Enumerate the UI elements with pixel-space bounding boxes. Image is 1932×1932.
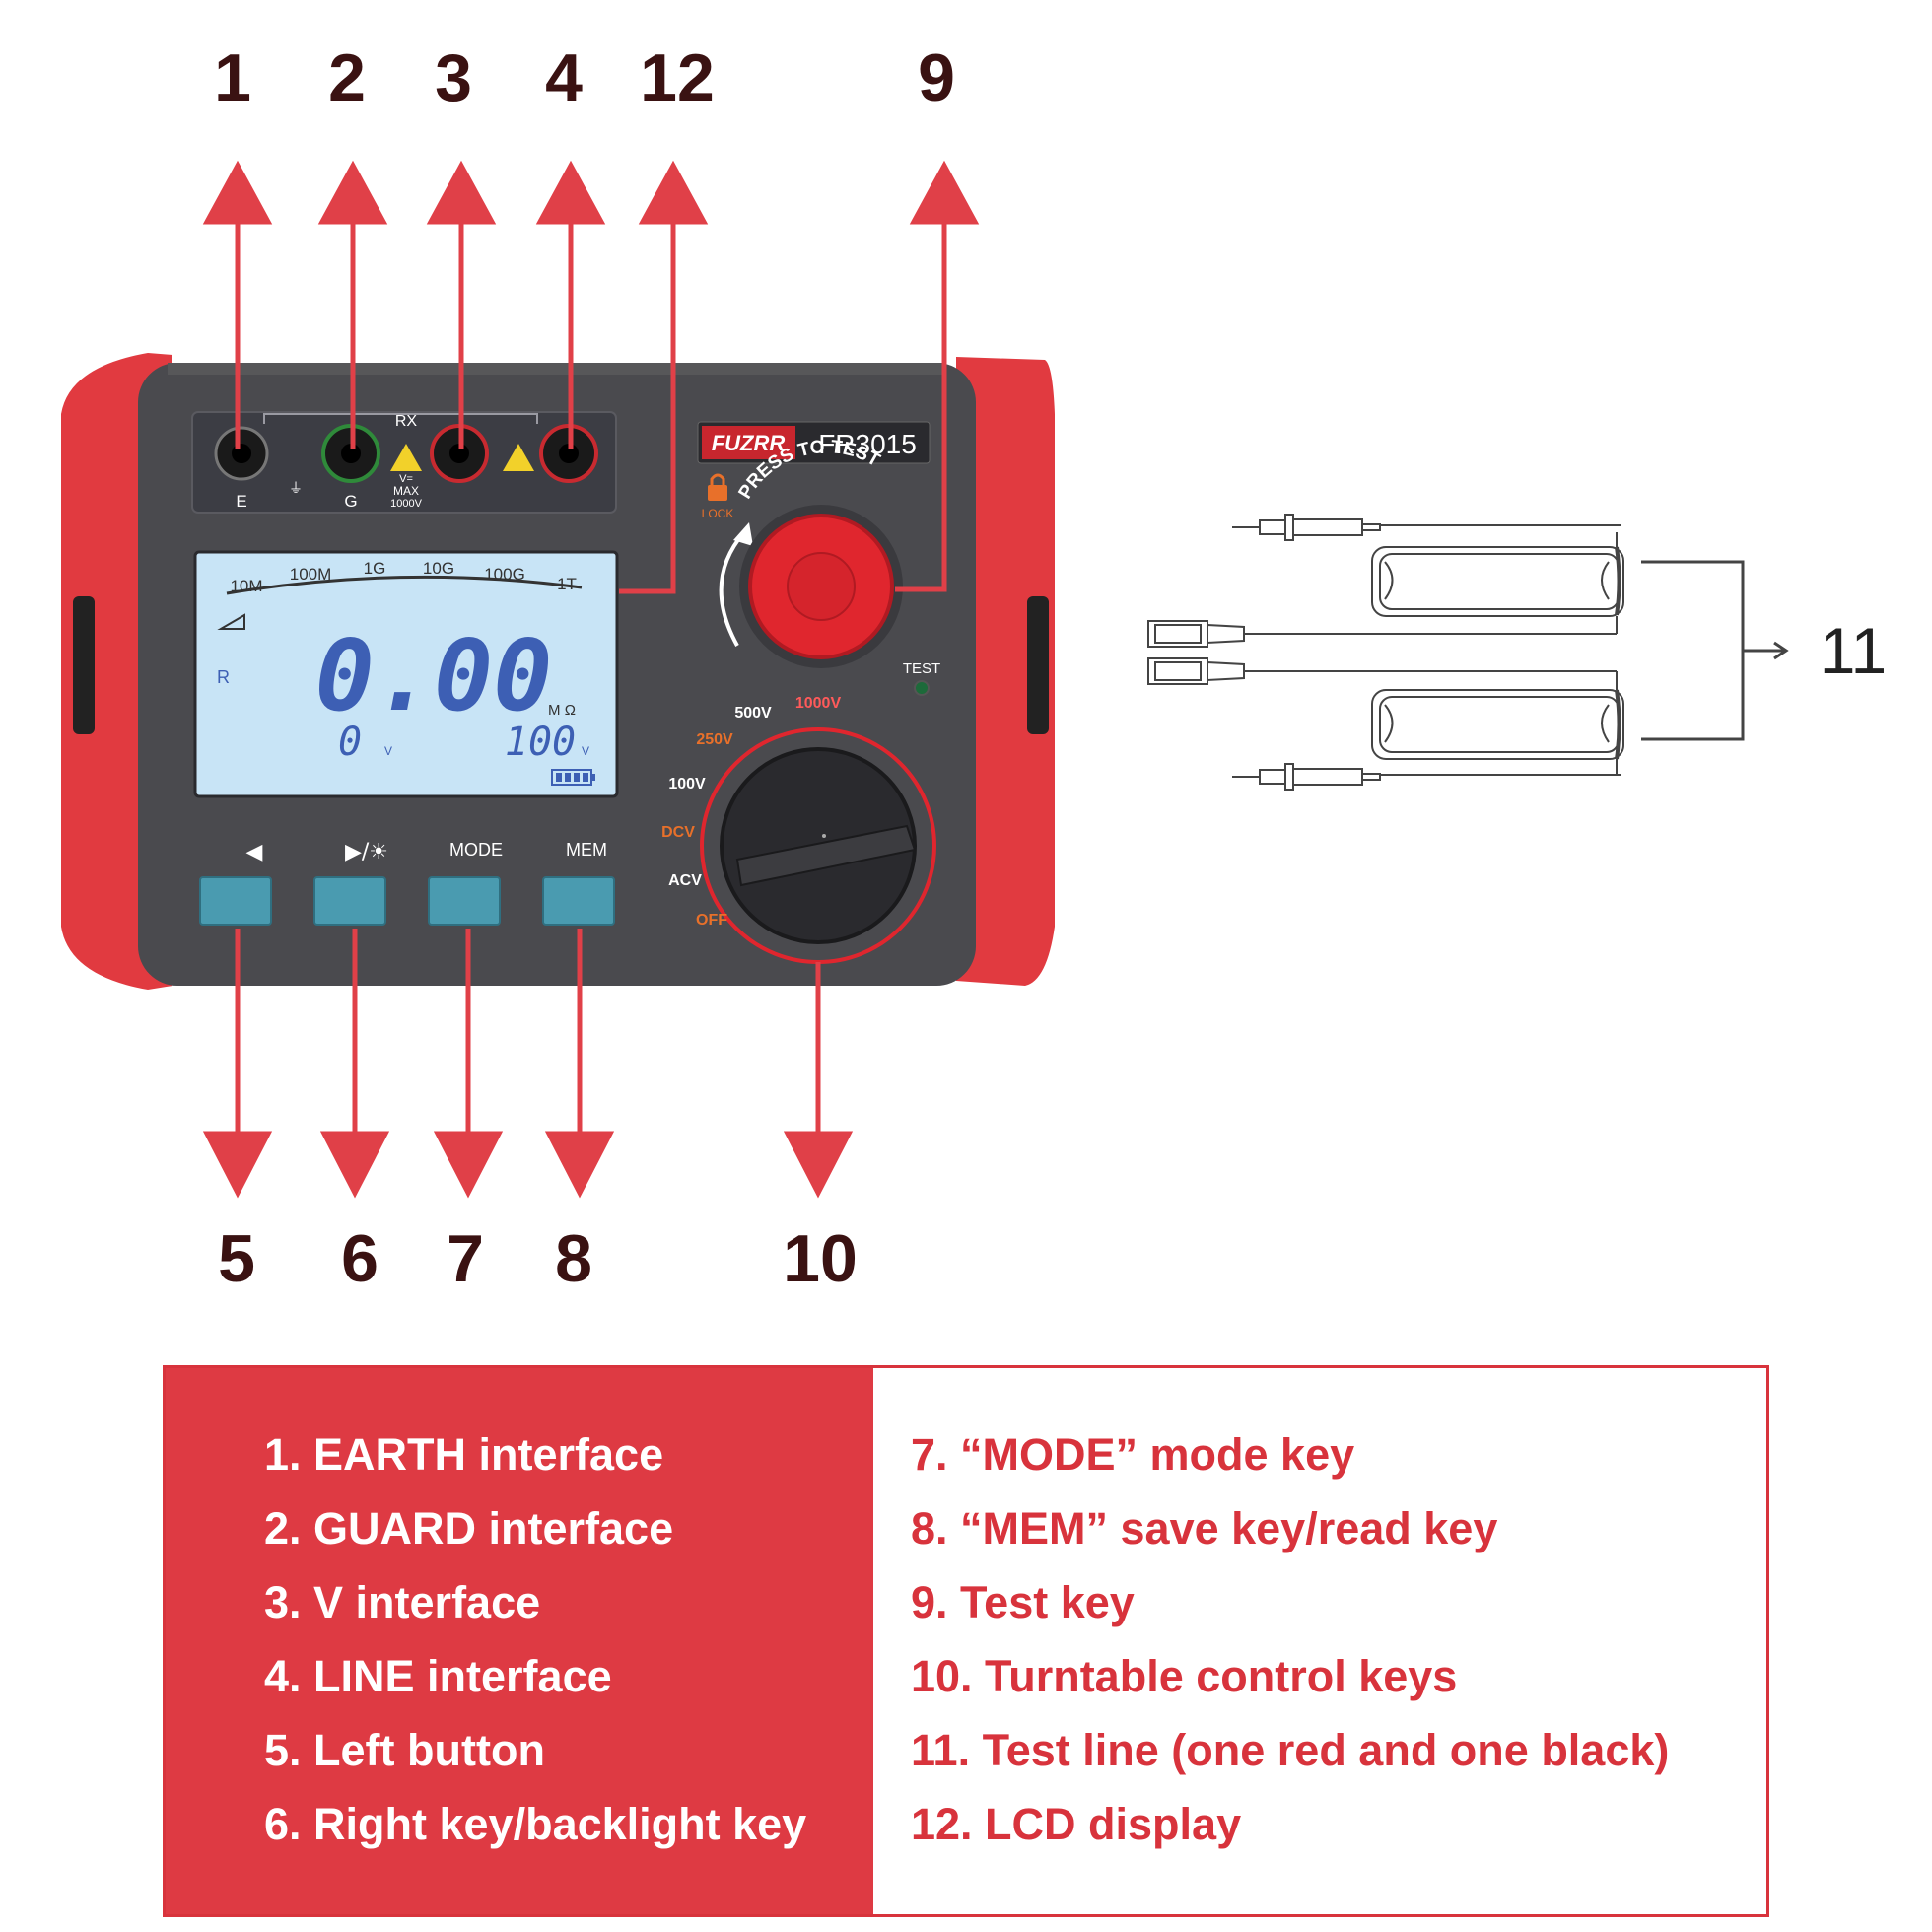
lcd-right-unit: V xyxy=(582,744,589,758)
dial-250v: 250V xyxy=(696,731,733,748)
legend-item-12: 12. LCD display xyxy=(911,1799,1242,1849)
max-voltage-label: 1000V xyxy=(390,498,422,510)
callout-11: 11 xyxy=(1820,614,1888,687)
lock-icon xyxy=(708,473,727,501)
callout-arrows xyxy=(202,160,980,1199)
ground-icon: ⏚ xyxy=(289,480,303,496)
rx-label: RX xyxy=(395,413,418,430)
line-jack[interactable] xyxy=(539,424,598,483)
lock-label: LOCK xyxy=(702,507,734,520)
scale-10g: 10G xyxy=(423,559,454,578)
right-button-label: ▶/☀ xyxy=(345,840,388,864)
callout-9: 9 xyxy=(918,40,955,115)
test-led xyxy=(914,680,930,696)
mem-button[interactable] xyxy=(542,876,615,926)
left-button[interactable] xyxy=(199,876,272,926)
warning-icon xyxy=(390,444,422,471)
dial-acv: ACV xyxy=(668,872,702,889)
earth-jack[interactable] xyxy=(214,426,269,481)
callout-2: 2 xyxy=(328,40,366,115)
callout-12: 12 xyxy=(640,40,715,115)
dial-dcv: DCV xyxy=(661,824,695,841)
callout-10: 10 xyxy=(783,1221,858,1296)
dial-1000v: 1000V xyxy=(795,695,842,712)
earth-jack-label: E xyxy=(236,492,246,511)
legend-item-2: 2. GUARD interface xyxy=(264,1503,674,1553)
v-dc-symbol: V= xyxy=(399,473,413,485)
scale-100m: 100M xyxy=(290,565,332,584)
right-backlight-button[interactable] xyxy=(313,876,386,926)
legend-panel: 1. EARTH interface 2. GUARD interface 3.… xyxy=(163,1365,1769,1917)
max-label: MAX xyxy=(393,484,419,498)
legend-item-9: 9. Test key xyxy=(911,1577,1135,1627)
lcd-left-value: 0 xyxy=(338,720,362,765)
guard-jack-label: G xyxy=(344,492,357,511)
test-led-label: TEST xyxy=(903,660,940,677)
callout-7: 7 xyxy=(447,1221,484,1296)
brand-plate: FUZRR FR3015 xyxy=(697,421,931,464)
callout-5: 5 xyxy=(218,1221,255,1296)
rotary-dial[interactable] xyxy=(700,727,936,964)
legend-item-7: 7. “MODE” mode key xyxy=(911,1429,1355,1480)
mode-button-label: MODE xyxy=(449,840,503,860)
callout-8: 8 xyxy=(555,1221,592,1296)
legend-item-5: 5. Left button xyxy=(264,1725,545,1775)
mode-indicator: R xyxy=(217,667,230,687)
mem-button-label: MEM xyxy=(566,840,607,860)
callout-4: 4 xyxy=(545,40,583,115)
high-voltage-icon xyxy=(503,444,534,471)
legend-item-11: 11. Test line (one red and one black) xyxy=(911,1725,1670,1775)
dial-500v: 500V xyxy=(734,705,772,722)
scale-100g: 100G xyxy=(484,565,525,584)
dial-100v: 100V xyxy=(668,776,706,793)
jack-panel: RX E G V= MAX 1000V ⏚ xyxy=(191,411,617,514)
legend-item-10: 10. Turntable control keys xyxy=(911,1651,1458,1701)
callout-6: 6 xyxy=(341,1221,379,1296)
test-key[interactable] xyxy=(739,505,903,668)
scale-10m: 10M xyxy=(230,577,262,595)
callout-3: 3 xyxy=(435,40,472,115)
lcd-left-unit: V xyxy=(384,744,392,758)
delta-icon xyxy=(217,613,245,630)
legend-item-8: 8. “MEM” save key/read key xyxy=(911,1503,1498,1553)
legend-right-column: 7. “MODE” mode key 8. “MEM” save key/rea… xyxy=(873,1368,1766,1914)
lcd-right-value: 100 xyxy=(505,720,576,765)
dial-off: OFF xyxy=(696,912,727,929)
legend-left-column: 1. EARTH interface 2. GUARD interface 3.… xyxy=(166,1368,873,1914)
lcd-main-value: 0.00 xyxy=(315,618,553,733)
mode-button[interactable] xyxy=(428,876,501,926)
test-leads-drawing xyxy=(1147,514,1789,791)
callout-1: 1 xyxy=(214,40,251,115)
lcd-display: 10M 100M 1G 10G 100G 1T R 0.00 M Ω 0 V 1… xyxy=(193,550,619,798)
legend-item-3: 3. V interface xyxy=(264,1577,541,1627)
battery-icon xyxy=(551,769,595,786)
scale-1g: 1G xyxy=(364,559,386,578)
scale-1t: 1T xyxy=(557,575,577,593)
brand-logo: FUZRR xyxy=(712,431,786,455)
rotate-arrow-icon xyxy=(733,522,753,546)
model-name: FR3015 xyxy=(818,429,917,459)
legend-item-1: 1. EARTH interface xyxy=(264,1429,664,1480)
legend-item-4: 4. LINE interface xyxy=(264,1651,612,1701)
legend-item-6: 6. Right key/backlight key xyxy=(264,1799,807,1849)
left-button-label: ◀ xyxy=(246,840,263,864)
lcd-unit: M Ω xyxy=(548,702,576,719)
